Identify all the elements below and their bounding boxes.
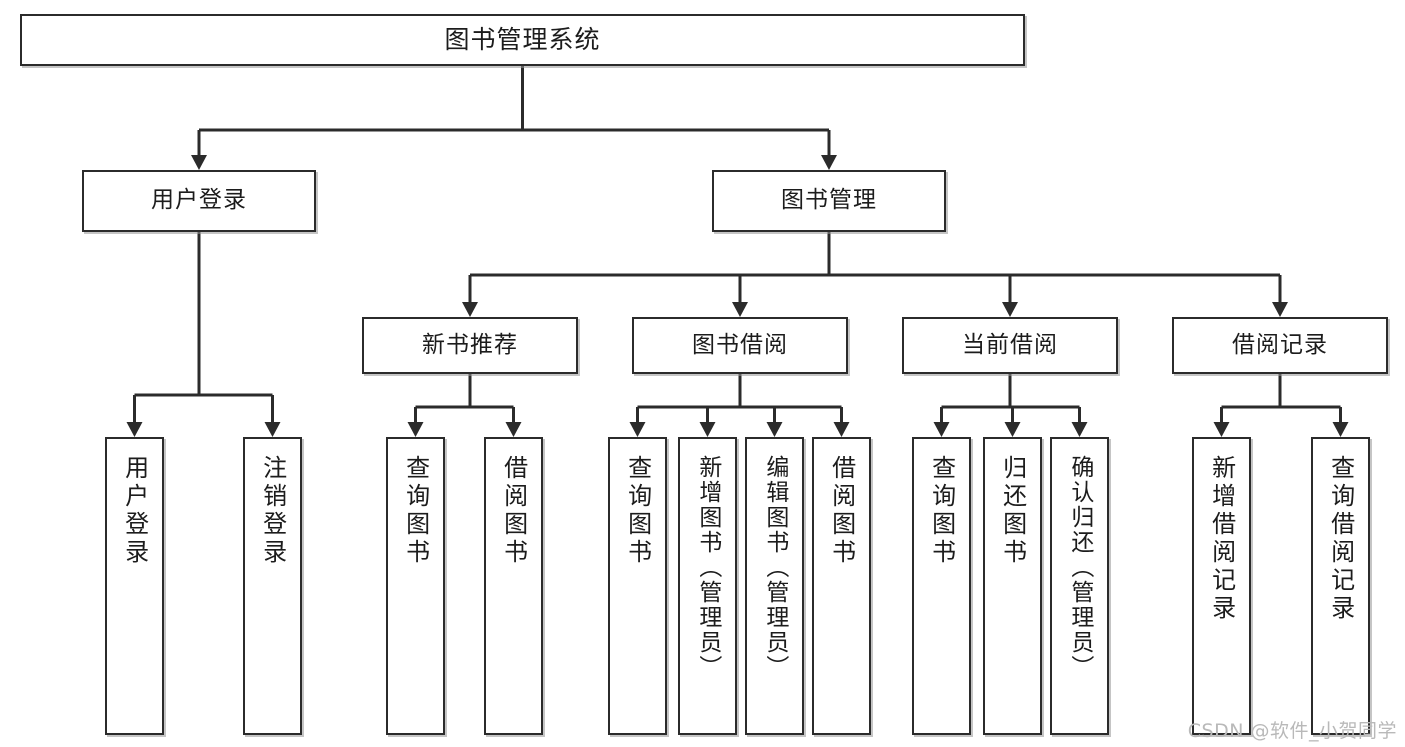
node-label: 借阅图书	[827, 455, 856, 567]
node-label: 当前借阅	[962, 331, 1058, 358]
node-label: 用户登录	[151, 187, 247, 214]
node-leaf-cur-confirm: 确认归还（管理员）	[1050, 437, 1109, 735]
node-leaf-bor-lend: 借阅图书	[812, 437, 871, 735]
node-leaf-bor-query: 查询图书	[608, 437, 667, 735]
arrow-head	[1004, 422, 1021, 437]
node-current: 当前借阅	[902, 317, 1118, 374]
node-label: 编辑图书（管理员）	[761, 455, 788, 680]
node-leaf-rec-query: 查询借阅记录	[1311, 437, 1370, 735]
node-leaf-user-logout: 注销登录	[243, 437, 302, 735]
arrow-head	[699, 422, 716, 437]
node-leaf-bor-edit: 编辑图书（管理员）	[745, 437, 804, 735]
arrow-head	[732, 302, 748, 317]
node-label: 图书管理	[781, 187, 877, 214]
node-label: 新增图书（管理员）	[694, 455, 721, 680]
arrow-head	[1071, 422, 1088, 437]
node-record: 借阅记录	[1172, 317, 1388, 374]
arrow-head	[766, 422, 783, 437]
node-leaf-rec-add: 新增借阅记录	[1192, 437, 1251, 735]
node-label: 借阅记录	[1232, 331, 1328, 358]
node-leaf-user-login: 用户登录	[105, 437, 164, 735]
node-newbook: 新书推荐	[362, 317, 578, 374]
arrow-head	[505, 422, 522, 437]
node-label: 新书推荐	[422, 331, 518, 358]
arrow-head	[933, 422, 950, 437]
arrow-head	[833, 422, 850, 437]
node-leaf-new-borrow: 借阅图书	[484, 437, 543, 735]
node-label: 归还图书	[998, 455, 1027, 567]
node-login: 用户登录	[82, 170, 316, 232]
node-bookmgmt: 图书管理	[712, 170, 946, 232]
node-leaf-cur-return: 归还图书	[983, 437, 1042, 735]
arrow-head	[1002, 302, 1018, 317]
node-label: 查询图书	[401, 455, 430, 567]
node-label: 借阅图书	[499, 455, 528, 567]
node-label: 图书管理系统	[444, 25, 601, 54]
arrow-head	[407, 422, 424, 437]
arrow-head	[264, 422, 281, 437]
node-root: 图书管理系统	[20, 14, 1025, 66]
node-label: 查询借阅记录	[1326, 455, 1355, 623]
node-borrow: 图书借阅	[632, 317, 848, 374]
arrow-head	[821, 155, 837, 170]
node-leaf-bor-add: 新增图书（管理员）	[678, 437, 737, 735]
node-label: 用户登录	[120, 455, 149, 567]
arrow-head	[1213, 422, 1230, 437]
node-leaf-new-query: 查询图书	[386, 437, 445, 735]
node-leaf-cur-query: 查询图书	[912, 437, 971, 735]
arrow-head	[462, 302, 478, 317]
node-label: 查询图书	[623, 455, 652, 567]
arrow-head	[1332, 422, 1349, 437]
arrow-head	[1272, 302, 1288, 317]
node-label: 确认归还（管理员）	[1066, 455, 1093, 680]
watermark-text: CSDN @软件_小贺同学	[1187, 720, 1397, 742]
node-label: 注销登录	[258, 455, 287, 567]
arrow-head	[126, 422, 143, 437]
node-label: 新增借阅记录	[1207, 455, 1236, 623]
node-label: 图书借阅	[692, 331, 788, 358]
arrow-head	[191, 155, 207, 170]
node-label: 查询图书	[927, 455, 956, 567]
arrow-head	[629, 422, 646, 437]
